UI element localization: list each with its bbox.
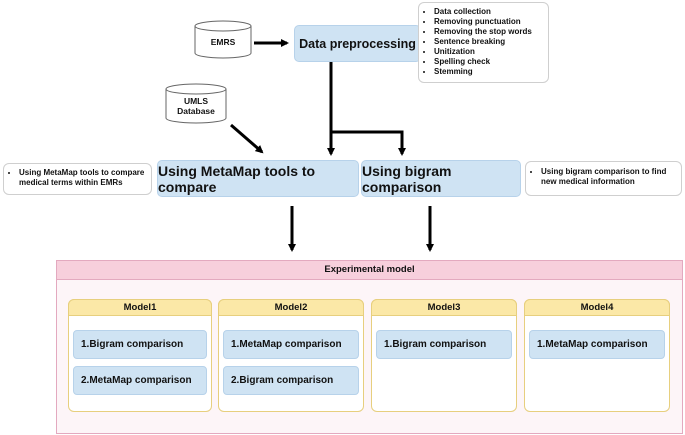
model2-title: Model2: [218, 299, 364, 316]
model3-panel: Model3 1.Bigram comparison: [371, 299, 517, 412]
model1-step-2: 2.MetaMap comparison: [73, 366, 207, 395]
model1-title: Model1: [68, 299, 212, 316]
model2-step-1: 1.MetaMap comparison: [223, 330, 359, 359]
step-item: Spelling check: [434, 57, 545, 67]
step-item: Data collection: [434, 7, 545, 17]
metamap-note-text: Using MetaMap tools to compare medical t…: [19, 168, 148, 188]
preprocessing-steps-list: Data collection Removing punctuation Rem…: [423, 7, 545, 77]
bigram-note-text: Using bigram comparison to find new medi…: [541, 167, 678, 187]
model1-step-1: 1.Bigram comparison: [73, 330, 207, 359]
model4-step-1: 1.MetaMap comparison: [529, 330, 665, 359]
emrs-label: EMRS: [210, 37, 236, 47]
model1-panel: Model1 1.Bigram comparison 2.MetaMap com…: [68, 299, 212, 412]
metamap-note: Using MetaMap tools to compare medical t…: [3, 163, 152, 195]
umls-database: UMLS Database: [165, 83, 227, 125]
arrow-preprocessing-to-bigram: [331, 130, 406, 156]
model4-panel: Model4 1.MetaMap comparison: [524, 299, 670, 412]
experimental-model-header: Experimental model: [57, 261, 682, 280]
model4-title: Model4: [524, 299, 670, 316]
step-item: Removing the stop words: [434, 27, 545, 37]
metamap-compare-box: Using MetaMap tools to compare: [157, 160, 359, 197]
emrs-database: EMRS: [194, 20, 252, 60]
umls-label: UMLS Database: [177, 96, 215, 116]
bigram-note: Using bigram comparison to find new medi…: [525, 161, 682, 196]
model2-panel: Model2 1.MetaMap comparison 2.Bigram com…: [218, 299, 364, 412]
model3-step-1: 1.Bigram comparison: [376, 330, 512, 359]
experimental-model-container: Experimental model Model1 1.Bigram compa…: [56, 260, 683, 434]
step-item: Removing punctuation: [434, 17, 545, 27]
preprocessing-steps-note: Data collection Removing punctuation Rem…: [418, 2, 549, 83]
database-cylinder-icon: [194, 20, 252, 59]
step-item: Unitization: [434, 47, 545, 57]
bigram-compare-box: Using bigram comparison: [361, 160, 521, 197]
model2-step-2: 2.Bigram comparison: [223, 366, 359, 395]
model3-title: Model3: [371, 299, 517, 316]
step-item: Sentence breaking: [434, 37, 545, 47]
step-item: Stemming: [434, 67, 545, 77]
database-cylinder-icon: [165, 83, 227, 124]
data-preprocessing-box: Data preprocessing: [294, 25, 421, 62]
arrow-umls-to-metamap: [230, 123, 264, 154]
